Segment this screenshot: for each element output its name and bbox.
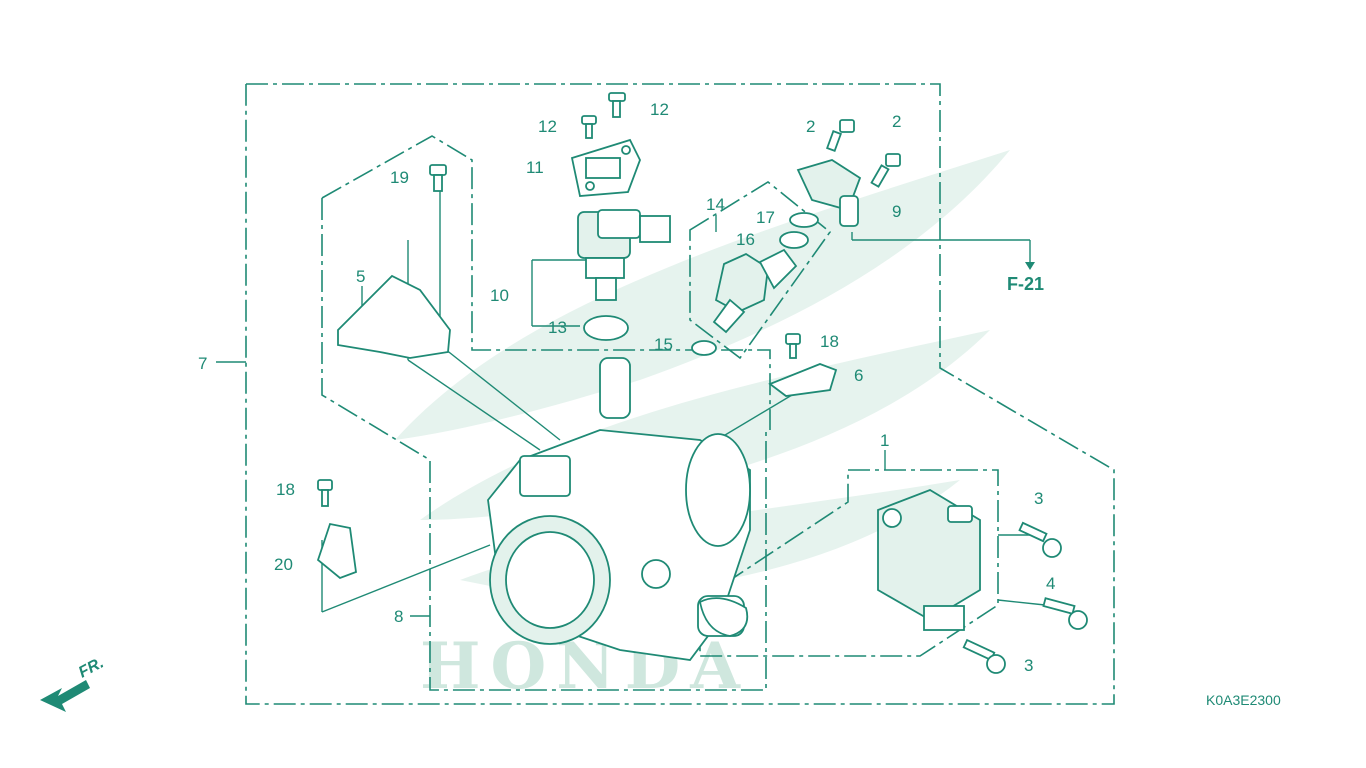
gasket-icon bbox=[698, 597, 749, 637]
bolt-18a-icon bbox=[785, 333, 801, 359]
bolt-3b-icon bbox=[962, 638, 1006, 674]
callout-6: 6 bbox=[854, 366, 863, 385]
callout-14: 14 bbox=[706, 195, 725, 214]
bolt-18b-icon bbox=[317, 479, 333, 507]
front-direction-icon bbox=[40, 680, 90, 712]
callout-9: 9 bbox=[892, 202, 901, 221]
callout-2: 2 bbox=[806, 117, 815, 136]
callout-16: 16 bbox=[736, 230, 755, 249]
callout-11: 11 bbox=[526, 158, 544, 177]
callout-12: 12 bbox=[538, 117, 557, 136]
bolt-4-icon bbox=[1042, 597, 1088, 630]
body-frame bbox=[321, 198, 767, 691]
callout-10: 10 bbox=[490, 286, 509, 305]
arrow-down-icon bbox=[1025, 262, 1035, 270]
callout-8: 8 bbox=[394, 607, 403, 626]
external-reference: F-21 bbox=[1007, 274, 1044, 294]
plate-6-icon bbox=[768, 363, 838, 397]
callout-3: 3 bbox=[1034, 489, 1043, 508]
callout-4: 4 bbox=[1046, 574, 1055, 593]
assembly-frame bbox=[245, 83, 1115, 705]
callout-18: 18 bbox=[276, 480, 295, 499]
actuator-icon bbox=[877, 489, 981, 631]
throttle-body-icon bbox=[487, 357, 751, 661]
callout-3: 3 bbox=[1024, 656, 1033, 675]
sensor-plate-icon bbox=[570, 138, 641, 197]
bolt-2a-icon bbox=[826, 119, 855, 152]
callout-1: 1 bbox=[880, 431, 889, 450]
diagram-code: K0A3E2300 bbox=[1206, 692, 1281, 708]
throttle-sensor-icon bbox=[577, 209, 671, 301]
callout-2: 2 bbox=[892, 112, 901, 131]
actuator-frame bbox=[699, 469, 999, 657]
callout-12: 12 bbox=[650, 100, 669, 119]
sensor-frame bbox=[321, 135, 771, 430]
fuel-injector-icon bbox=[712, 212, 819, 334]
callout-13: 13 bbox=[548, 318, 567, 337]
bolt-12a-icon bbox=[581, 115, 597, 139]
callout-18: 18 bbox=[820, 332, 839, 351]
bolt-3a-icon bbox=[1018, 521, 1062, 558]
bracket-5-icon bbox=[337, 274, 451, 359]
callout-7: 7 bbox=[198, 354, 207, 373]
bracket-20-icon bbox=[316, 522, 357, 580]
callout-19: 19 bbox=[390, 168, 409, 187]
bolt-19-icon bbox=[429, 164, 447, 192]
o-ring-13-icon bbox=[583, 315, 629, 341]
callout-15: 15 bbox=[654, 335, 673, 354]
leader-lines bbox=[216, 190, 1046, 617]
callout-5: 5 bbox=[356, 267, 365, 286]
bolt-12b-icon bbox=[608, 92, 626, 118]
seal-15-icon bbox=[691, 340, 717, 356]
callout-20: 20 bbox=[274, 555, 293, 574]
injector-frame bbox=[689, 181, 832, 360]
callout-17: 17 bbox=[756, 208, 775, 227]
bolt-2b-icon bbox=[870, 153, 901, 188]
front-label: FR. bbox=[76, 654, 107, 681]
map-sensor-icon bbox=[796, 159, 862, 227]
